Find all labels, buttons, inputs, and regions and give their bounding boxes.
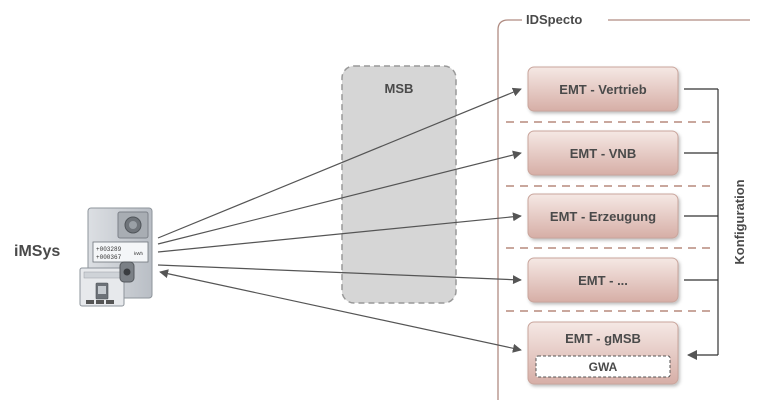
emt-box-erzeugung: EMT - Erzeugung	[527, 193, 679, 239]
idspecto-group-border	[497, 19, 750, 400]
konfiguration-bracket	[684, 88, 719, 360]
smart-meter-icon: +003289 +000367 kWh	[79, 207, 153, 307]
msb-label: MSB	[385, 81, 414, 96]
emt-label-gmsb: EMT - gMSB	[565, 331, 641, 346]
connection-gmsb	[159, 269, 522, 353]
emt-box-more: EMT - ...	[527, 257, 679, 303]
gwa-box	[535, 355, 671, 378]
connection-more	[157, 264, 522, 285]
imsys-label: iMSys	[14, 243, 60, 260]
meter-display-line1: +003289	[96, 246, 122, 253]
konfiguration-label: Konfiguration	[732, 179, 747, 264]
emt-label-vertrieb: EMT - Vertrieb	[559, 82, 646, 97]
emt-label-vnb: EMT - VNB	[570, 146, 636, 161]
meter-display-unit: kWh	[134, 251, 143, 256]
emt-box-vnb: EMT - VNB	[527, 130, 679, 176]
emt-box-vertrieb: EMT - Vertrieb	[527, 66, 679, 112]
emt-label-more: EMT - ...	[578, 273, 628, 288]
meter-display-line2: +000367	[96, 254, 122, 261]
gwa-label: GWA	[589, 360, 618, 374]
connection-erzeugung	[157, 212, 522, 253]
emt-separators	[506, 121, 710, 312]
idspecto-title: IDSpecto	[526, 12, 582, 27]
connections	[157, 87, 522, 353]
connection-vnb	[157, 150, 522, 245]
msb-box	[341, 65, 457, 304]
emt-label-erzeugung: EMT - Erzeugung	[550, 209, 656, 224]
connection-vertrieb	[157, 87, 522, 239]
emt-box-gmsb: EMT - gMSB GWA	[527, 321, 679, 385]
